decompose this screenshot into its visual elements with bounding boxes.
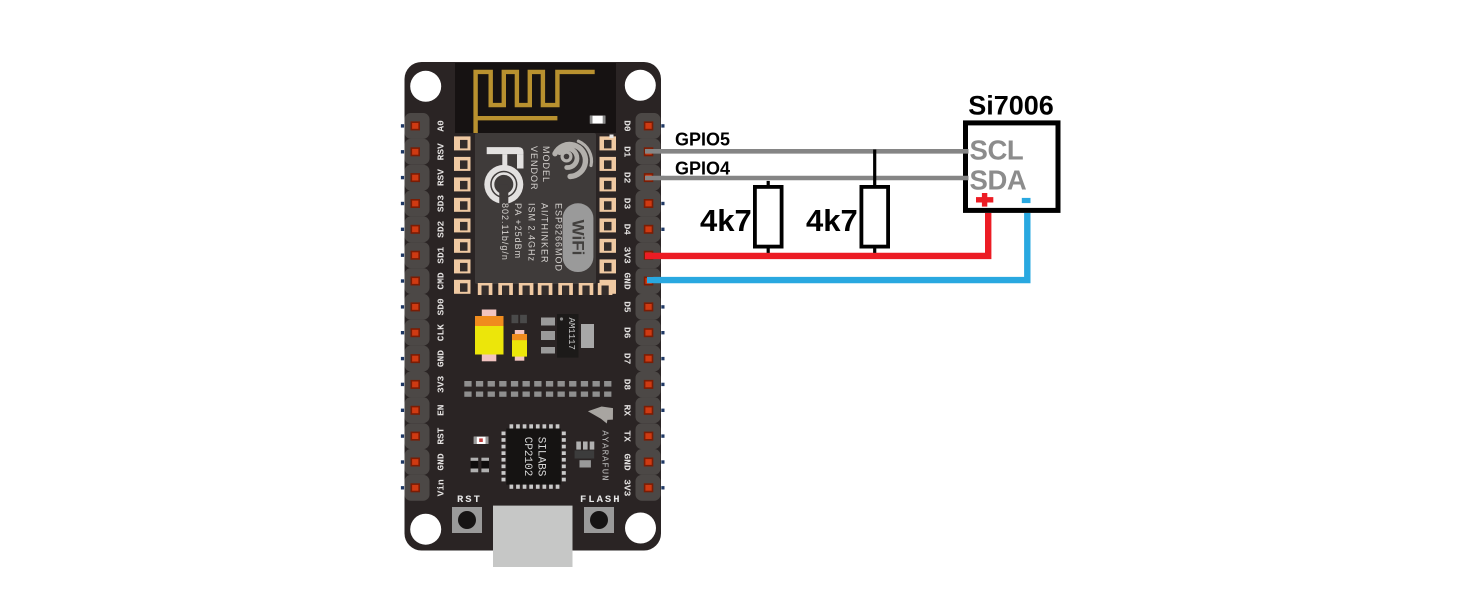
svg-text:D4: D4 <box>622 224 633 236</box>
svg-text:GPIO5: GPIO5 <box>675 129 730 149</box>
svg-text:3V3: 3V3 <box>436 376 447 393</box>
svg-text:ESP8266MOD: ESP8266MOD <box>554 203 564 272</box>
svg-text:3V3: 3V3 <box>622 479 633 496</box>
svg-text:CP2102: CP2102 <box>521 437 533 477</box>
svg-text:GND: GND <box>436 350 447 367</box>
svg-text:D6: D6 <box>622 327 633 339</box>
svg-text:GND: GND <box>622 272 633 289</box>
svg-text:EN: EN <box>436 404 447 416</box>
svg-text:CMD: CMD <box>436 272 447 289</box>
svg-text:D8: D8 <box>622 379 633 391</box>
svg-text:SD1: SD1 <box>436 246 447 263</box>
svg-text:AI/THINKER: AI/THINKER <box>540 203 550 264</box>
svg-text:RST: RST <box>436 427 447 444</box>
svg-text:D3: D3 <box>622 198 633 210</box>
svg-text:RSV: RSV <box>436 169 447 186</box>
svg-text:PA +25dBm: PA +25dBm <box>513 203 523 259</box>
svg-text:4k7: 4k7 <box>806 203 858 238</box>
svg-text:TX: TX <box>622 430 633 442</box>
svg-text:802.11b/g/n: 802.11b/g/n <box>500 203 510 261</box>
svg-text:RX: RX <box>622 404 633 416</box>
svg-text:SD2: SD2 <box>436 220 447 237</box>
svg-text:MODEL: MODEL <box>541 146 551 183</box>
svg-text:SD3: SD3 <box>436 195 447 212</box>
svg-text:RST: RST <box>457 494 482 506</box>
svg-text:D0: D0 <box>622 120 633 132</box>
svg-text:GND: GND <box>622 453 633 470</box>
svg-text:ISM 2.4GHz: ISM 2.4GHz <box>526 203 536 262</box>
svg-text:D7: D7 <box>622 353 633 365</box>
svg-text:GND: GND <box>436 453 447 470</box>
svg-text:Vin: Vin <box>436 479 447 496</box>
svg-text:A0: A0 <box>436 120 447 132</box>
svg-text:D1: D1 <box>622 146 633 158</box>
svg-text:FLASH: FLASH <box>580 494 622 506</box>
svg-text:SD0: SD0 <box>436 298 447 315</box>
svg-text:3V3: 3V3 <box>622 247 633 264</box>
svg-text:RSV: RSV <box>436 143 447 160</box>
svg-text:CLK: CLK <box>436 324 447 341</box>
svg-text:SCL: SCL <box>970 135 1024 166</box>
svg-text:D2: D2 <box>622 172 633 184</box>
svg-text:D5: D5 <box>622 301 633 313</box>
svg-text:4k7: 4k7 <box>700 203 752 238</box>
svg-text:AM1117: AM1117 <box>566 318 576 350</box>
svg-text:SDA: SDA <box>970 165 1027 196</box>
svg-text:Si7006: Si7006 <box>968 91 1054 121</box>
svg-text:AYARAFUN: AYARAFUN <box>600 430 610 481</box>
svg-text:SILABS: SILABS <box>535 437 547 477</box>
svg-text:WiFi: WiFi <box>569 220 588 256</box>
svg-text:VENDOR: VENDOR <box>529 146 539 191</box>
svg-text:GPIO4: GPIO4 <box>675 159 730 179</box>
